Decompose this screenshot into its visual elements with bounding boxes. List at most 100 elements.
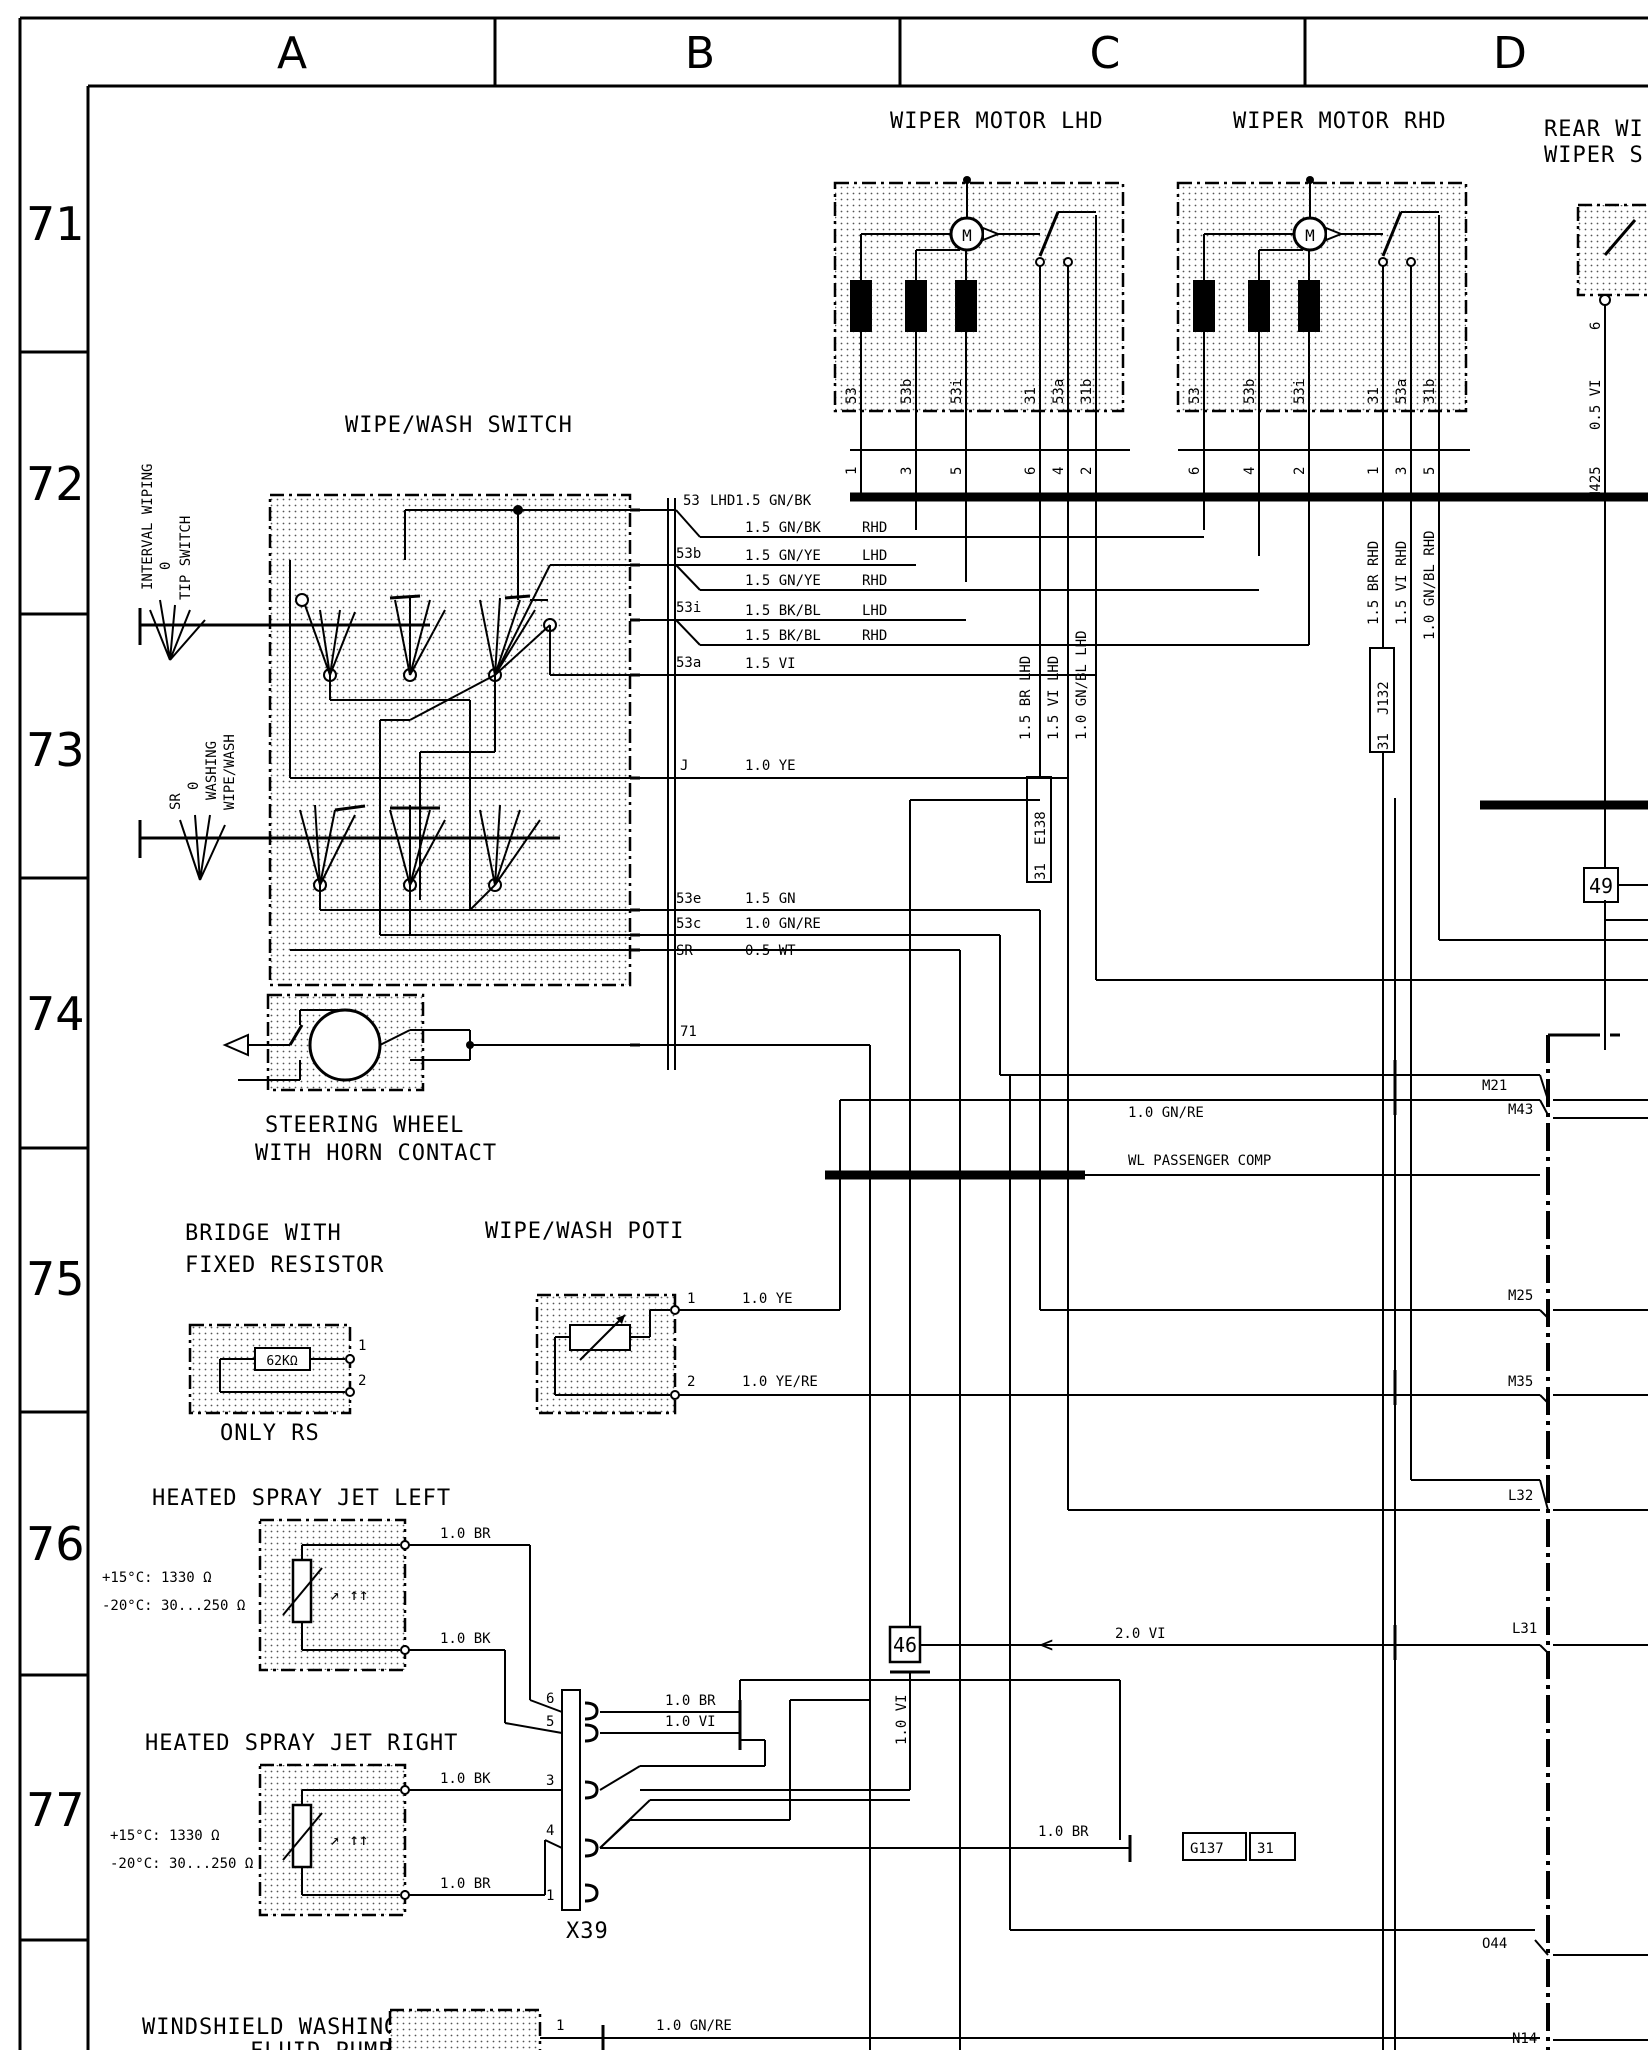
svg-text:M43: M43 — [1508, 1102, 1533, 1118]
g137: 1.0 BR G137 31 — [1038, 1824, 1296, 1861]
frame — [18, 16, 1648, 2050]
ref-46: 46 < 2.0 VI 1.0 VI — [640, 799, 1540, 1791]
svg-text:1.0 BR: 1.0 BR — [440, 1526, 491, 1542]
svg-text:1: 1 — [1366, 467, 1382, 475]
svg-text:53: 53 — [1187, 387, 1203, 404]
svg-text:1.5 GN: 1.5 GN — [745, 891, 796, 907]
svg-text:1.0 GN/RE: 1.0 GN/RE — [656, 2018, 732, 2034]
svg-text:1.0 BR: 1.0 BR — [665, 1693, 716, 1709]
svg-text:1.0 YE: 1.0 YE — [742, 1291, 793, 1307]
svg-text:RHD: RHD — [862, 628, 887, 644]
motor-terminals: 1.5 BR RHD 1.5 VI RHD 1.0 GN/BL RHD 31 J… — [850, 420, 1648, 2050]
ref-49-box — [1583, 867, 1619, 903]
svg-text:1.0 BK: 1.0 BK — [440, 1631, 491, 1647]
svg-text:1.0 GN/BL RHD: 1.0 GN/BL RHD — [1422, 530, 1438, 640]
svg-text:O44: O44 — [1482, 1936, 1507, 1952]
wiper-motor-rhd: WIPER MOTOR RHD M 53 53b 53i 31 53a 31b … — [1176, 109, 1468, 475]
svg-text:53b: 53b — [676, 546, 701, 562]
svg-text:31: 31 — [1023, 387, 1039, 404]
svg-text:4: 4 — [1051, 467, 1067, 475]
svg-text:1.5 BK/BL: 1.5 BK/BL — [745, 628, 821, 644]
svg-text:1.5 BK/BL: 1.5 BK/BL — [745, 603, 821, 619]
coil-icon — [1193, 280, 1215, 332]
svg-text:3: 3 — [1394, 467, 1410, 475]
coil-icon — [955, 280, 977, 332]
svg-text:0: 0 — [186, 782, 202, 790]
wipe-wash-switch-label: WIPE/WASH SWITCH — [345, 413, 573, 438]
svg-text:53i: 53i — [949, 379, 965, 404]
svg-text:31: 31 — [1366, 387, 1382, 404]
spray-jet-left: HEATED SPRAY JET LEFT ↗ ↑↑ +15°C: 1330 Ω… — [102, 1486, 531, 1723]
row-74: 74 — [26, 987, 85, 1041]
wiper-motor-rhd-label: WIPER MOTOR RHD — [1233, 109, 1447, 134]
row-76: 76 — [26, 1517, 85, 1571]
svg-text:53b: 53b — [1242, 379, 1258, 404]
svg-text:53i: 53i — [1292, 379, 1308, 404]
wipe-wash-poti: WIPE/WASH POTI 1 2 1.0 YE 1.0 YE/RE — [485, 1219, 1540, 1415]
svg-text:5: 5 — [949, 467, 965, 475]
svg-text:INTERVAL WIPING: INTERVAL WIPING — [140, 464, 156, 590]
svg-text:M: M — [1305, 226, 1315, 245]
svg-text:L32: L32 — [1508, 1488, 1533, 1504]
svg-text:4: 4 — [546, 1823, 554, 1839]
svg-text:6: 6 — [1023, 467, 1039, 475]
rear-wiper: REAR WI WIPER S 6 0.5 VI M425 49 — [1480, 117, 1648, 1050]
lever-fan-icon — [179, 814, 226, 881]
potentiometer-icon — [569, 1324, 631, 1351]
svg-text:53a: 53a — [1394, 379, 1410, 404]
svg-text:1: 1 — [687, 1291, 695, 1307]
svg-text:HEATED SPRAY JET RIGHT: HEATED SPRAY JET RIGHT — [145, 1731, 458, 1756]
svg-text:-20°C: 30...250 Ω: -20°C: 30...250 Ω — [110, 1856, 253, 1872]
j132-box — [1369, 647, 1395, 753]
svg-text:1.5 GN/YE: 1.5 GN/YE — [745, 548, 821, 564]
svg-text:5: 5 — [546, 1714, 554, 1730]
svg-text:1.0 GN/RE: 1.0 GN/RE — [745, 916, 821, 932]
svg-text:31: 31 — [1033, 863, 1049, 880]
svg-text:1.5 GN/BK: 1.5 GN/BK — [745, 520, 821, 536]
svg-text:53a: 53a — [1051, 379, 1067, 404]
svg-text:2: 2 — [358, 1373, 366, 1389]
g137-ground-box — [1249, 1832, 1296, 1861]
column-c: C — [1090, 28, 1121, 79]
svg-text:1.0 BR: 1.0 BR — [1038, 1824, 1089, 1840]
svg-text:3: 3 — [899, 467, 915, 475]
svg-text:1: 1 — [556, 2018, 564, 2034]
svg-text:53a: 53a — [676, 655, 701, 671]
svg-text:M: M — [962, 226, 972, 245]
row-77: 77 — [26, 1783, 85, 1837]
temperature-icon: ↗ ↑↑ — [330, 1830, 369, 1849]
svg-text:53c: 53c — [676, 916, 701, 932]
svg-text:M425: M425 — [1588, 466, 1604, 500]
svg-text:0.5 WT: 0.5 WT — [745, 943, 796, 959]
svg-text:49: 49 — [1589, 874, 1613, 898]
svg-text:1.0 GN/BL LHD: 1.0 GN/BL LHD — [1074, 630, 1090, 740]
connector-x39: 6 5 3 4 1 X39 1.0 BR 1.0 VI — [504, 1679, 1132, 1944]
svg-text:L31: L31 — [1512, 1621, 1537, 1637]
svg-text:31: 31 — [1257, 1841, 1274, 1857]
svg-text:6: 6 — [1588, 322, 1604, 330]
row-headers: 71 72 73 74 75 76 77 — [26, 197, 85, 1837]
svg-text:1: 1 — [844, 467, 860, 475]
column-b: B — [685, 28, 715, 79]
svg-text:M21: M21 — [1482, 1078, 1507, 1094]
connector-strip: M21 M43 M25 M35 L32 L31 O44 N14 — [1000, 1033, 1648, 2050]
svg-text:WIPER S: WIPER S — [1544, 143, 1644, 168]
svg-text:53i: 53i — [676, 600, 701, 616]
lever-fan-icon — [149, 599, 206, 661]
arrow-left-icon: < — [1040, 1633, 1053, 1658]
svg-text:31b: 31b — [1422, 379, 1438, 404]
svg-text:SR: SR — [168, 793, 184, 810]
svg-text:TIP SWITCH: TIP SWITCH — [178, 516, 194, 600]
switch-terminals: 53 53b 53i 53a J 53e 53c SR 71 — [630, 493, 701, 1070]
svg-text:0.5 VI: 0.5 VI — [1588, 379, 1604, 430]
spray-jet-right: HEATED SPRAY JET RIGHT ↗ ↑↑ +15°C: 1330 … — [110, 1731, 555, 1917]
horn-icon — [308, 1008, 382, 1082]
svg-text:53b: 53b — [899, 379, 915, 404]
svg-text:X39: X39 — [566, 1919, 609, 1944]
svg-text:6: 6 — [1187, 467, 1203, 475]
svg-text:2.0 VI: 2.0 VI — [1115, 1626, 1166, 1642]
bridge-resistor: BRIDGE WITH FIXED RESISTOR 62KΩ 1 2 ONLY… — [185, 1221, 383, 1446]
svg-text:WINDSHIELD WASHING: WINDSHIELD WASHING — [142, 2015, 398, 2040]
svg-text:1.0 YE/RE: 1.0 YE/RE — [742, 1374, 818, 1390]
